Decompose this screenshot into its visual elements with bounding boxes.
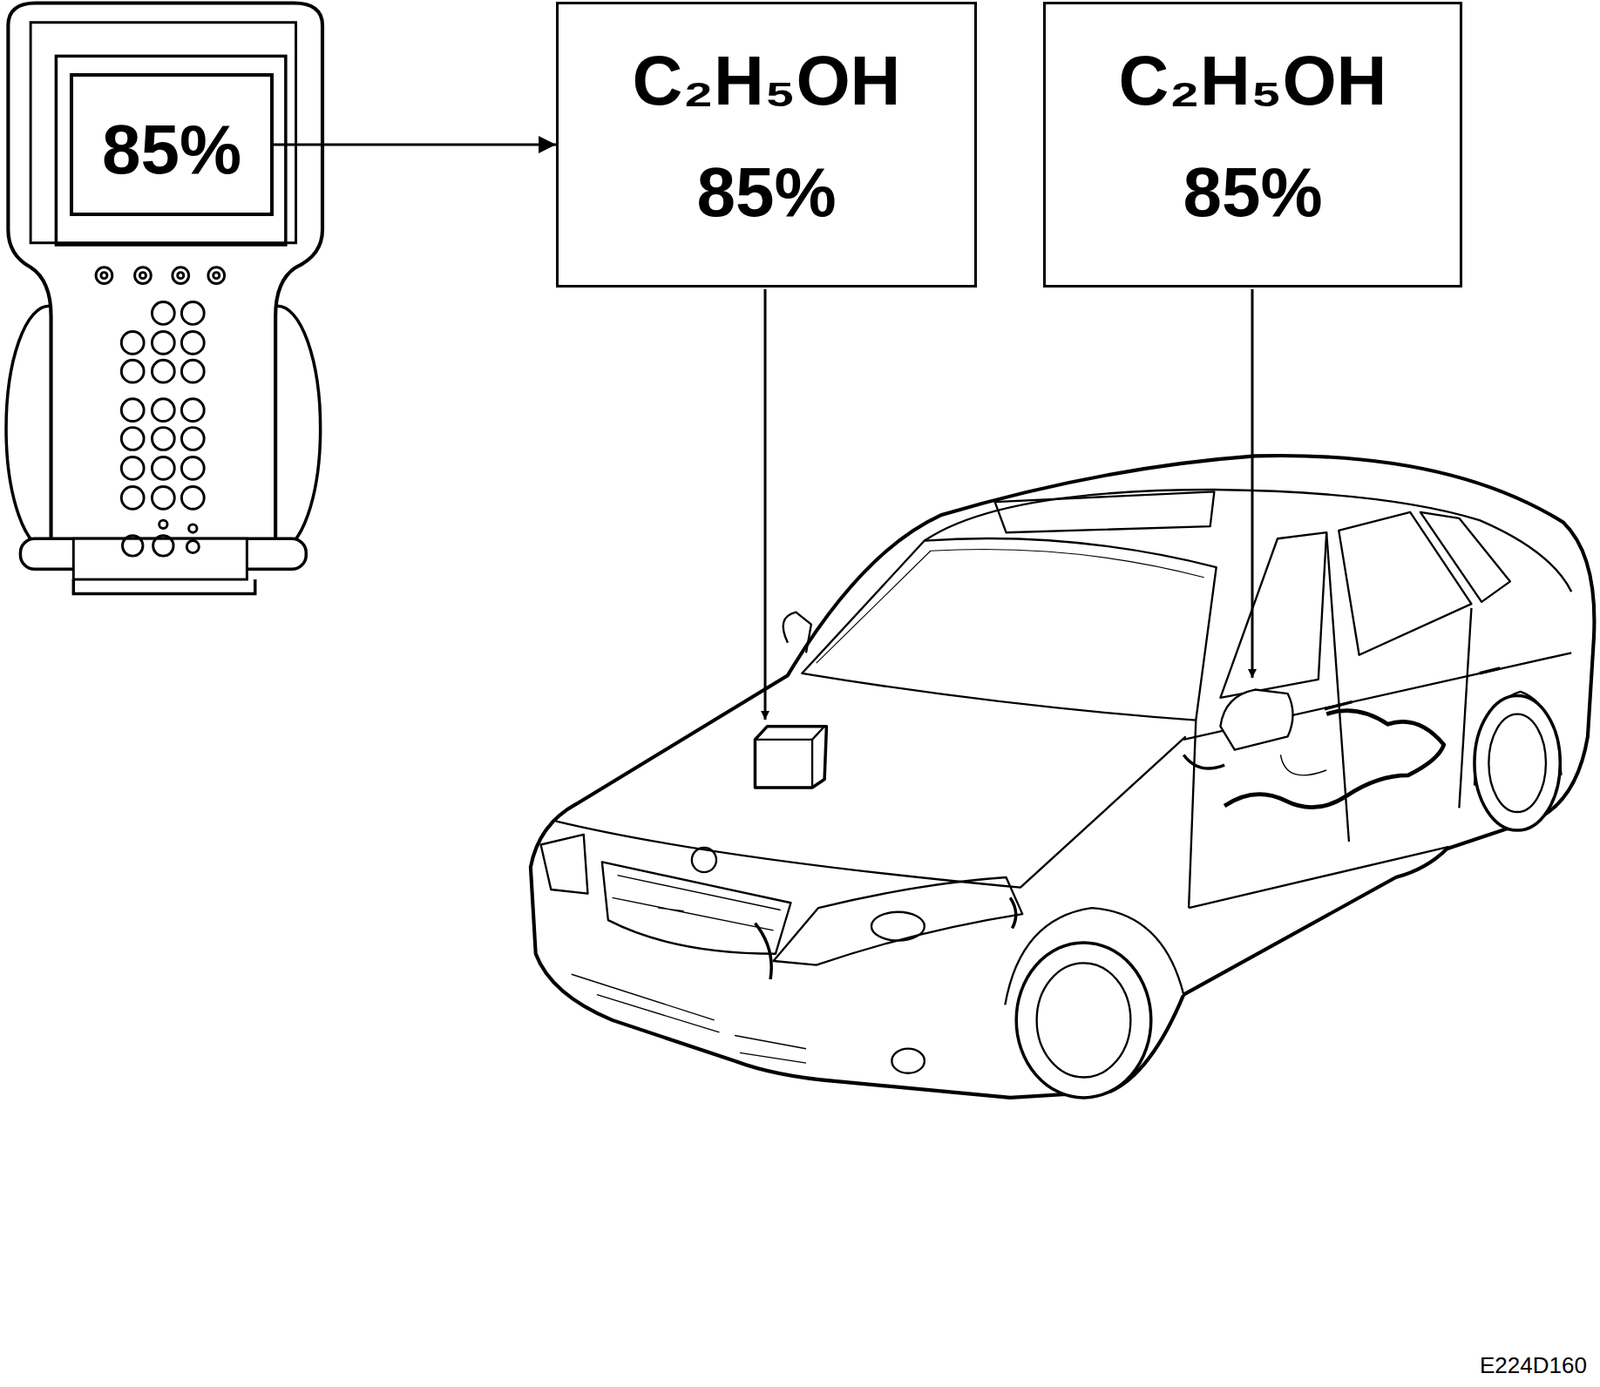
control-module-edge	[754, 726, 825, 788]
front-rim	[1037, 962, 1132, 1078]
headlight	[773, 877, 1024, 966]
leader-line	[1251, 289, 1255, 678]
wiring	[1010, 897, 1017, 929]
figure-code: E224D160	[1479, 1352, 1587, 1380]
wiring	[1280, 754, 1327, 775]
headlight	[541, 834, 589, 895]
fuel-tank-line	[1224, 711, 1445, 808]
sill-line	[1188, 847, 1450, 909]
fuel-info-box: C₂H₅OH 85%	[1043, 1, 1463, 288]
node-value: 85%	[1182, 152, 1323, 233]
windshield	[801, 538, 1216, 721]
tool-base	[73, 579, 255, 594]
rear-rim	[1488, 714, 1546, 813]
tool-body	[7, 3, 323, 542]
roof-line	[924, 489, 1572, 592]
fog-light	[891, 1049, 924, 1074]
grille-bars	[612, 875, 781, 931]
front-wheel	[1016, 942, 1152, 1099]
hood-line	[555, 736, 1186, 888]
node-heading: C₂H₅OH	[632, 40, 902, 122]
bumper-grille	[571, 974, 807, 1064]
fuel-info-box: C₂H₅OH 85%	[555, 1, 977, 288]
arrow-connector	[273, 143, 556, 147]
control-module	[754, 726, 827, 788]
scan-tool-screen: 85%	[69, 73, 274, 217]
car-body	[530, 455, 1595, 1099]
keypad	[95, 267, 225, 556]
screen-frame	[55, 55, 285, 245]
door-handle	[1324, 668, 1500, 710]
door-line	[1458, 608, 1472, 808]
scan-tool	[6, 3, 323, 595]
windshield-inner	[816, 549, 1205, 665]
car	[530, 455, 1595, 1099]
sunroof	[995, 491, 1215, 533]
door-line	[1188, 720, 1196, 909]
node-heading: 85%	[101, 109, 242, 190]
rear-wheel	[1474, 696, 1560, 832]
node-heading: C₂H₅OH	[1118, 40, 1388, 122]
grille	[602, 861, 792, 954]
leader-line	[764, 289, 767, 720]
mirror	[783, 612, 812, 654]
headlight-lens	[871, 912, 925, 942]
wiring	[754, 754, 1225, 980]
tool-base	[73, 538, 247, 580]
badge	[691, 847, 717, 873]
side-window	[1220, 532, 1327, 699]
node-value: 85%	[696, 152, 836, 233]
mirror	[1220, 690, 1293, 751]
side-window	[1338, 512, 1472, 656]
side-window	[1420, 512, 1511, 603]
